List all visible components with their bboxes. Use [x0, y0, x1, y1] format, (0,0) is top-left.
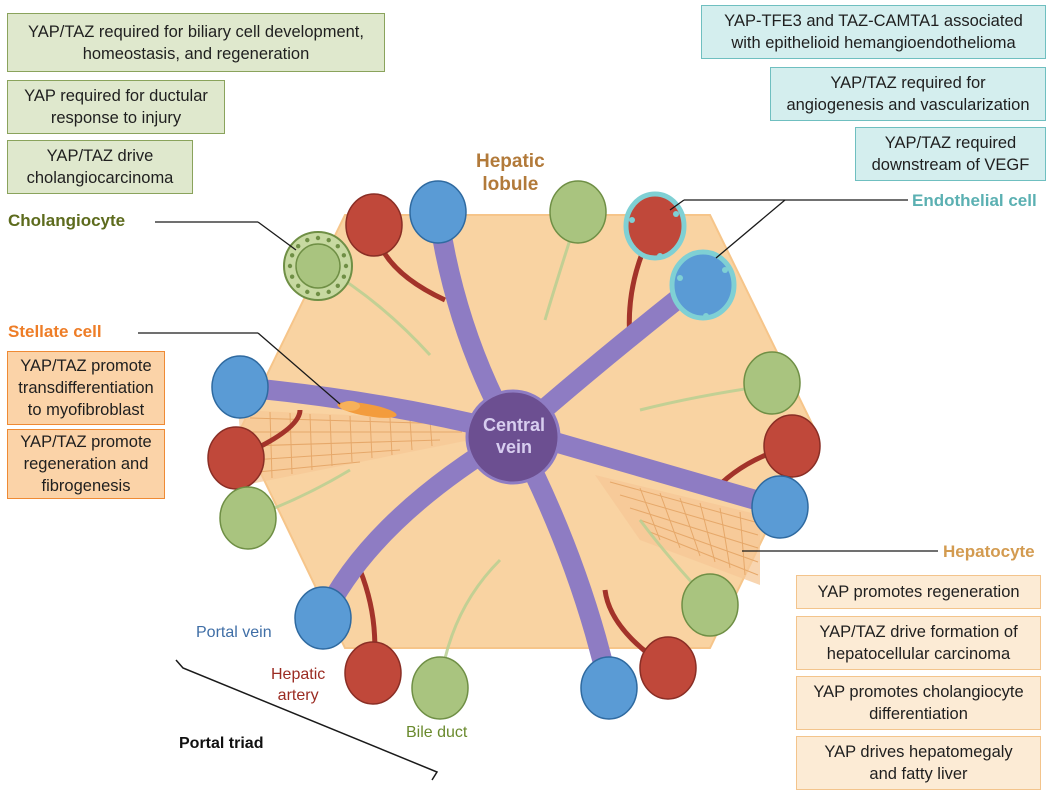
cholangiocyte-label: Cholangiocyte [8, 211, 126, 230]
cholangiocyte-nucleus [296, 283, 301, 288]
cholangiocyte-nucleus [296, 244, 301, 249]
cholangiocyte-nucleus [289, 253, 295, 258]
hepatocyte-box-1: YAP promotes regeneration [796, 575, 1041, 609]
leader-lines [138, 199, 938, 552]
hepatic-lobule-label: Hepatic lobule [476, 151, 545, 195]
portal-triad-label: Portal triad [179, 735, 264, 752]
stellate-box-2: YAP/TAZ promote regeneration and fibroge… [7, 429, 165, 499]
hepatocyte-box-2: YAP/TAZ drive formation of hepatocellula… [796, 616, 1041, 670]
bile-duct-label: Bile duct [406, 724, 468, 741]
cholangiocyte-nucleus [287, 263, 293, 269]
hepatocyte-box-3: YAP promotes cholangiocyte differentiati… [796, 676, 1041, 730]
cholangiocyte-nucleus [305, 289, 310, 295]
endothelial-cell-label: Endothelial cell [912, 191, 1037, 210]
endothelial-box-3: YAP/TAZ required downstream of VEGF [855, 127, 1046, 181]
cholangiocyte-box-2: YAP required for ductular response to in… [7, 80, 225, 134]
cholangiocyte-nucleus [343, 263, 349, 269]
endothelial-artery [623, 191, 687, 261]
cholangiocyte-box-3: YAP/TAZ drive cholangiocarcinoma [7, 140, 193, 194]
hepatocyte-plate-right [595, 475, 760, 585]
cholangiocyte-nucleus [315, 291, 321, 297]
stellate-box-1: YAP/TAZ promote transdifferentiation to … [7, 351, 165, 425]
cholangiocyte-nucleus [335, 283, 340, 288]
cholangiocyte-duct [283, 231, 353, 301]
hepatocyte-plate-left [238, 410, 470, 485]
portal-vein-circles [211, 180, 809, 720]
stellate-cell [337, 401, 397, 418]
endothelial-box-1: YAP-TFE3 and TAZ-CAMTA1 associated with … [701, 5, 1046, 59]
bile-duct-circles [219, 180, 801, 720]
hepatic-artery-circles [207, 193, 821, 705]
cholangiocyte-nucleus [326, 289, 331, 295]
hepatocyte-label: Hepatocyte [943, 542, 1035, 561]
hepatic-artery-label: Hepatic artery [271, 666, 326, 704]
portal-triad-bracket [175, 659, 439, 781]
endothelial-portal-vein [669, 249, 737, 321]
central-vein-label: Central vein [482, 415, 545, 457]
endothelial-box-2: YAP/TAZ required for angiogenesis and va… [770, 67, 1046, 121]
cholangiocyte-nucleus [335, 244, 340, 249]
central-vein [465, 389, 561, 485]
cholangiocyte-nucleus [341, 253, 347, 258]
stellate-cell-label: Stellate cell [8, 322, 102, 341]
cholangiocyte-nucleus [289, 274, 295, 279]
cholangiocyte-nucleus [315, 235, 321, 241]
portal-vein-label: Portal vein [196, 624, 272, 641]
cholangiocyte-box-1: YAP/TAZ required for biliary cell develo… [7, 13, 385, 72]
cholangiocyte-nucleus [326, 237, 331, 243]
cholangiocyte-nucleus [305, 237, 310, 243]
hepatocyte-box-4: YAP drives hepatomegaly and fatty liver [796, 736, 1041, 790]
cholangiocyte-nucleus [341, 274, 347, 279]
